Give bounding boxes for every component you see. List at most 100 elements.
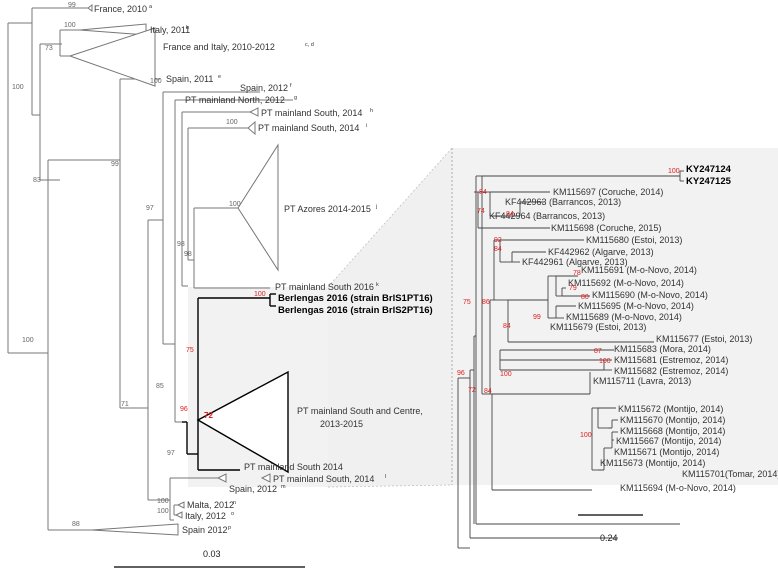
taxon-sup: e <box>218 74 221 80</box>
collapsed-clades <box>68 4 279 536</box>
clade-spain-2012m <box>216 473 227 483</box>
left-bootstrap-values: 99 100 73 100 83 99 97 100 100 98 100 98… <box>12 2 266 528</box>
taxon-label: KM115691 (M-o-Novo, 2014) <box>581 265 697 275</box>
taxon-label: KM115677 (Estoi, 2013) <box>656 334 752 344</box>
taxon-label: France and Italy, 2010-2012 <box>163 42 275 52</box>
taxon-label: KM115694 (M-o-Novo, 2014) <box>620 483 736 493</box>
clade-pt-azores <box>237 143 279 272</box>
taxon-label: PT mainland South 2016 <box>275 282 374 292</box>
taxon-sup: l <box>385 474 386 480</box>
taxon-label: PT mainland South and Centre, <box>297 406 423 416</box>
taxon-label: Spain 2012 <box>182 525 228 535</box>
taxon-label: KF442963 (Barrancos, 2013) <box>505 197 621 207</box>
taxon-label: KM115695 (M-o-Novo, 2014) <box>578 301 694 311</box>
taxon-label: KM115672 (Montijo, 2014) <box>618 404 723 414</box>
taxon-sup: g <box>294 95 297 101</box>
taxon-sup: b <box>186 25 189 31</box>
bootstrap-value: 78 <box>573 270 581 277</box>
bootstrap-value: 92 <box>494 237 502 244</box>
bootstrap-value: 75 <box>463 299 471 306</box>
bootstrap-value: 100 <box>22 337 34 344</box>
bootstrap-value: 100 <box>150 78 162 85</box>
bootstrap-value: 100 <box>668 168 680 175</box>
taxon-label: PT mainland South, 2014 <box>261 108 362 118</box>
right-scale-bar: 0.24 <box>578 514 643 543</box>
taxon-label: KM115680 (Estoi, 2013) <box>586 235 682 245</box>
taxon-sup: i <box>366 123 367 129</box>
taxon-label: PT mainland South, 2014 <box>273 474 374 484</box>
bootstrap-value: 88 <box>72 521 80 528</box>
bootstrap-value: 96 <box>180 406 188 413</box>
taxon-label: KM115683 (Mora, 2014) <box>614 344 711 354</box>
taxon-sup: h <box>370 108 373 114</box>
zoom-connector <box>328 148 452 487</box>
clade-france-2010 <box>87 4 93 12</box>
bootstrap-value: 100 <box>64 22 76 29</box>
taxon-label: KM115689 (M-o-Novo, 2014) <box>566 312 682 322</box>
taxon-label: KM115681 (Estremoz, 2014) <box>614 355 728 365</box>
bootstrap-value: 98 <box>177 241 185 248</box>
left-scale-bar: 0.03 <box>114 549 305 568</box>
taxon-label: PT mainland South 2014 <box>244 462 343 472</box>
taxon-label: Italy, 2011 <box>150 25 190 35</box>
bootstrap-value: 97 <box>146 205 154 212</box>
taxon-label: Berlengas 2016 (strain BrlS2PT16) <box>278 305 433 316</box>
taxon-sup: p <box>228 525 231 531</box>
bootstrap-value: 84 <box>479 189 487 196</box>
bootstrap-value: 84 <box>494 246 502 253</box>
clade-malta <box>176 501 185 509</box>
bootstrap-value: 74 <box>477 208 485 215</box>
taxon-label: Spain, 2012 <box>229 484 277 494</box>
taxon-sup: o <box>231 511 234 517</box>
bootstrap-value: 99 <box>111 161 119 168</box>
bootstrap-value: 100 <box>229 201 241 208</box>
taxon-label: PT mainland North, 2012 <box>185 95 285 105</box>
taxon-label: France, 2010 <box>94 4 147 14</box>
taxon-sup: f <box>290 83 292 89</box>
taxon-label: Spain, 2011 <box>166 74 213 84</box>
bootstrap-value: 80 <box>581 294 589 301</box>
bootstrap-value: 100 <box>580 432 592 439</box>
taxon-label: PT Azores 2014-2015 <box>284 204 371 214</box>
clade-pt-mainland-south-centre <box>196 370 289 474</box>
bootstrap-value: 100 <box>157 508 169 515</box>
taxon-label: KM115701(Tomar, 2014) <box>682 469 778 479</box>
clade-italy-2011 <box>79 23 147 36</box>
taxon-sup: n <box>233 500 236 506</box>
left-tree-labels: France, 2010 a Italy, 2011 b France and … <box>94 4 433 535</box>
bootstrap-value: 84 <box>506 211 514 218</box>
bootstrap-value: 100 <box>500 371 512 378</box>
taxon-label: Berlengas 2016 (strain BrlS1PT16) <box>278 293 433 304</box>
clade-italy-2012 <box>174 511 183 519</box>
taxon-label: Malta, 2012 <box>187 500 234 510</box>
bootstrap-value: 72 <box>204 411 213 420</box>
berlengas-subtree-branches <box>182 293 289 474</box>
taxon-label: Spain, 2012 <box>240 83 288 93</box>
bootstrap-value: 100 <box>226 119 238 126</box>
taxon-label: KF442962 (Algarve, 2013) <box>548 247 654 257</box>
bootstrap-value: 100 <box>12 84 24 91</box>
taxon-label: KM115698 (Coruche, 2015) <box>551 223 661 233</box>
bootstrap-value: 84 <box>503 323 511 330</box>
bootstrap-value: 96 <box>457 370 465 377</box>
right-bootstrap-values: 100 84 74 84 92 84 78 79 80 99 84 75 86 … <box>457 168 680 439</box>
taxon-sup: a <box>149 4 153 10</box>
bootstrap-value: 83 <box>33 177 41 184</box>
taxon-label: KY247124 <box>686 164 732 175</box>
bootstrap-value: 84 <box>484 388 492 395</box>
clade-france-italy <box>68 27 156 87</box>
taxon-label: KM115692 (M-o-Novo, 2014) <box>568 278 684 288</box>
clade-pt-mainland-south-2014l <box>260 473 271 483</box>
taxon-sup: k <box>376 282 379 288</box>
highlight-region <box>188 287 328 487</box>
bootstrap-value: 79 <box>569 285 577 292</box>
zoom-line-top <box>327 147 453 288</box>
taxon-label: KM115697 (Coruche, 2014) <box>553 187 663 197</box>
zoom-line-bottom <box>327 484 453 488</box>
taxon-sup: j <box>375 204 377 210</box>
bootstrap-value: 98 <box>184 251 192 258</box>
bootstrap-value: 99 <box>68 2 76 9</box>
taxon-label: KM115671 (Montijo, 2014) <box>614 447 719 457</box>
right-tree-branches <box>457 170 684 549</box>
taxon-label: KM115667 (Montijo, 2014) <box>616 436 721 446</box>
